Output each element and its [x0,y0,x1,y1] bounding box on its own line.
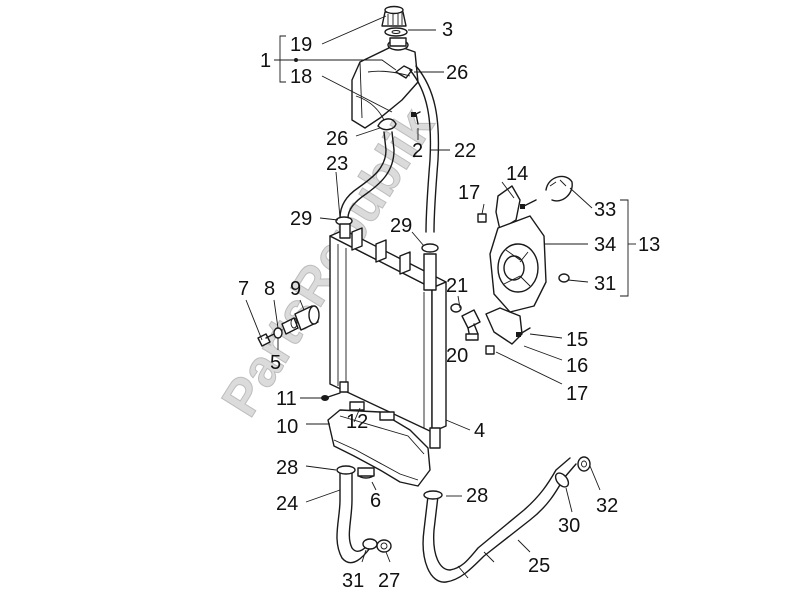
nut-17-upper [477,213,487,223]
clamp-28-right [423,490,443,500]
label-18: 18 [290,66,312,88]
part-labels: 1 19 3 18 26 26 2 22 23 14 17 33 29 29 3… [238,19,660,592]
label-26-mid: 26 [326,128,348,150]
label-5: 5 [270,352,281,374]
label-13: 13 [638,234,660,256]
label-25: 25 [528,555,550,577]
thermal-switch [461,309,481,341]
hose-lower-long [422,457,577,583]
label-10: 10 [276,416,298,438]
label-32: 32 [596,495,618,517]
label-15: 15 [566,329,588,351]
rubber-spacer [294,305,320,331]
label-14: 14 [506,163,528,185]
label-7: 7 [238,278,249,300]
cap-washer [384,27,408,37]
drain-plug [357,467,375,479]
clamp-29-right [421,243,439,253]
clamp-31-lower [362,538,378,550]
label-20: 20 [446,345,468,367]
screw-11 [321,392,341,401]
fan-nut-31 [558,273,570,283]
label-29-left: 29 [290,208,312,230]
label-34: 34 [594,234,616,256]
fan-screw-14 [520,199,537,209]
label-9: 9 [290,278,301,300]
label-31-fan: 31 [594,273,616,295]
label-21: 21 [446,275,468,297]
label-29-right: 29 [390,215,412,237]
nut-17-lower [485,345,495,355]
tank-clamp-upper [395,65,413,79]
label-1: 1 [260,50,271,72]
bushing [281,317,299,335]
washer-5 [273,327,283,339]
label-6: 6 [370,490,381,512]
clamp-28-left [336,465,356,475]
tank-clamp-lower [377,118,397,131]
label-23: 23 [326,153,348,175]
label-12: 12 [346,411,368,433]
label-28-right: 28 [466,485,488,507]
label-27: 27 [378,570,400,592]
fan-bracket [485,185,523,345]
label-8: 8 [264,278,275,300]
hose-overflow [409,65,440,233]
clamp-27 [376,539,392,553]
hose-tank-radiator [339,131,395,219]
radiator-shroud [327,401,431,487]
label-33: 33 [594,199,616,221]
label-3: 3 [442,19,453,41]
label-22: 22 [454,140,476,162]
label-28-left: 28 [276,457,298,479]
clamp-30 [554,472,570,488]
label-17-upper: 17 [458,182,480,204]
electric-fan [489,215,547,313]
tank-screw [411,111,421,125]
o-ring-21 [450,303,462,313]
label-16: 16 [566,355,588,377]
radiator [329,223,447,449]
label-2: 2 [412,140,423,162]
clip-33 [545,175,573,202]
label-31-lower: 31 [342,570,364,592]
label-26-top: 26 [446,62,468,84]
expansion-tank [351,37,419,129]
label-17-lower: 17 [566,383,588,405]
label-19: 19 [290,34,312,56]
tank-cap [381,5,407,27]
label-30: 30 [558,515,580,537]
clamp-32 [577,456,591,472]
label-24: 24 [276,493,298,515]
label-4: 4 [474,420,485,442]
screw-15 [516,327,531,337]
leader-lines [245,15,636,563]
label-11: 11 [276,388,297,410]
